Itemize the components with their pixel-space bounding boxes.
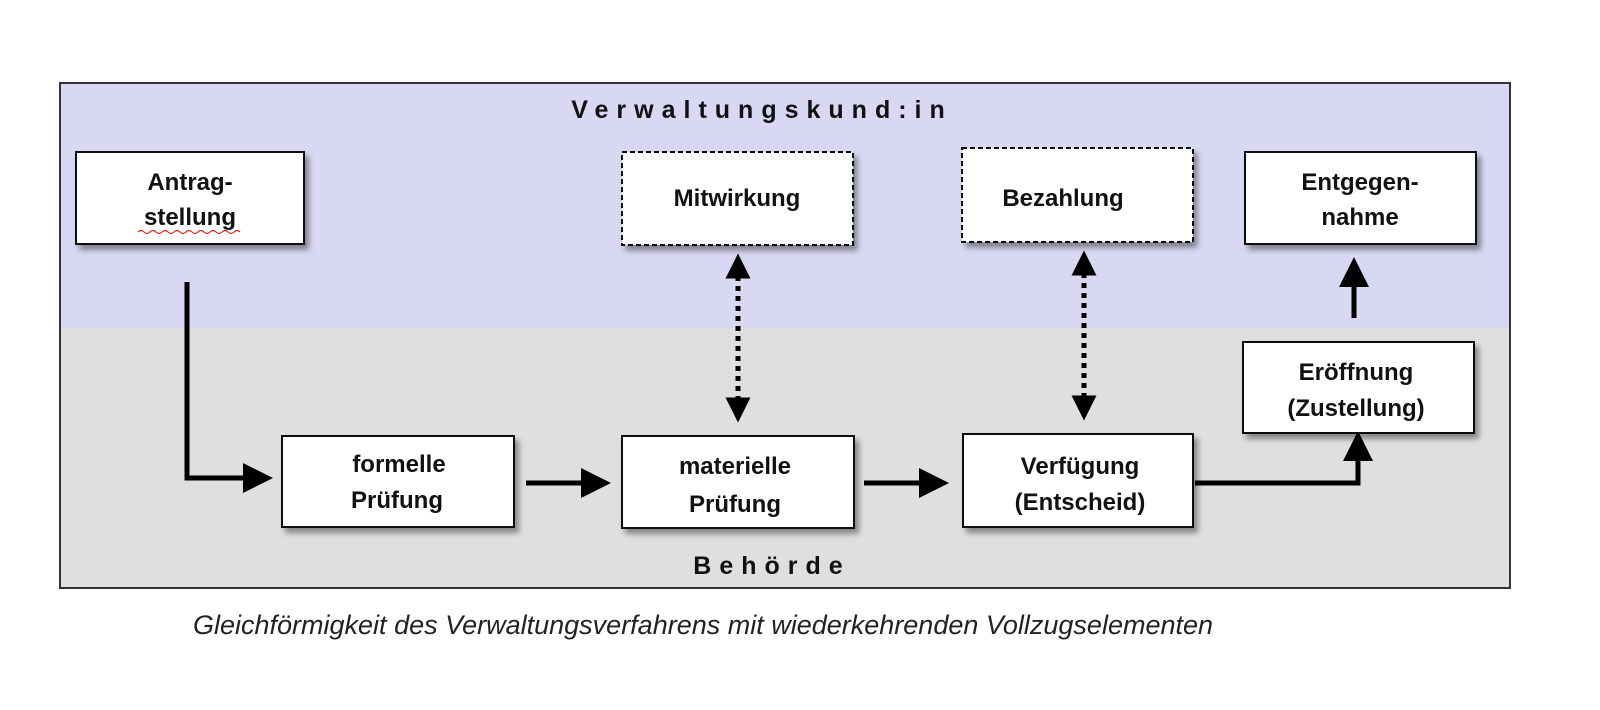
- svg-text:Bezahlung: Bezahlung: [1002, 185, 1123, 212]
- svg-text:Entgegen-: Entgegen-: [1301, 169, 1418, 196]
- svg-text:(Entscheid): (Entscheid): [1015, 489, 1146, 516]
- svg-text:Verfügung: Verfügung: [1021, 453, 1140, 480]
- svg-text:materielle: materielle: [679, 453, 791, 480]
- svg-text:Prüfung: Prüfung: [351, 487, 443, 514]
- box-entgegennahme: Entgegen- nahme: [1244, 151, 1477, 245]
- svg-text:Antrag-: Antrag-: [147, 169, 232, 196]
- arrow-verfuegung-to-eroeffnung: [1195, 431, 1373, 486]
- box-verfuegung: Verfügung (Entscheid): [962, 433, 1194, 528]
- svg-text:Eröffnung: Eröffnung: [1299, 359, 1414, 386]
- svg-text:Prüfung: Prüfung: [689, 491, 781, 518]
- box-bezahlung: Bezahlung: [961, 147, 1194, 243]
- svg-text:formelle: formelle: [352, 451, 445, 478]
- svg-text:(Zustellung): (Zustellung): [1287, 395, 1424, 422]
- lane-label-client: Verwaltungskund:in: [571, 96, 953, 124]
- diagram-frame: [59, 82, 1511, 589]
- box-mitwirkung: Mitwirkung: [621, 151, 854, 246]
- box-formelle-pruefung: formelle Prüfung: [281, 435, 515, 528]
- spellcheck-underline: [137, 229, 241, 235]
- lane-label-authority: Behörde: [693, 552, 850, 580]
- box-antragstellung: Antrag- stellung: [75, 151, 305, 245]
- arrow-antrag-to-formelle: [184, 282, 273, 493]
- box-materielle-pruefung: materielle Prüfung: [621, 435, 855, 529]
- figure-caption: Gleichförmigkeit des Verwaltungsverfahre…: [193, 610, 1214, 640]
- svg-text:stellung: stellung: [144, 204, 236, 231]
- box-eroeffnung: Eröffnung (Zustellung): [1242, 341, 1475, 434]
- svg-text:Mitwirkung: Mitwirkung: [674, 185, 801, 212]
- svg-text:nahme: nahme: [1321, 204, 1398, 231]
